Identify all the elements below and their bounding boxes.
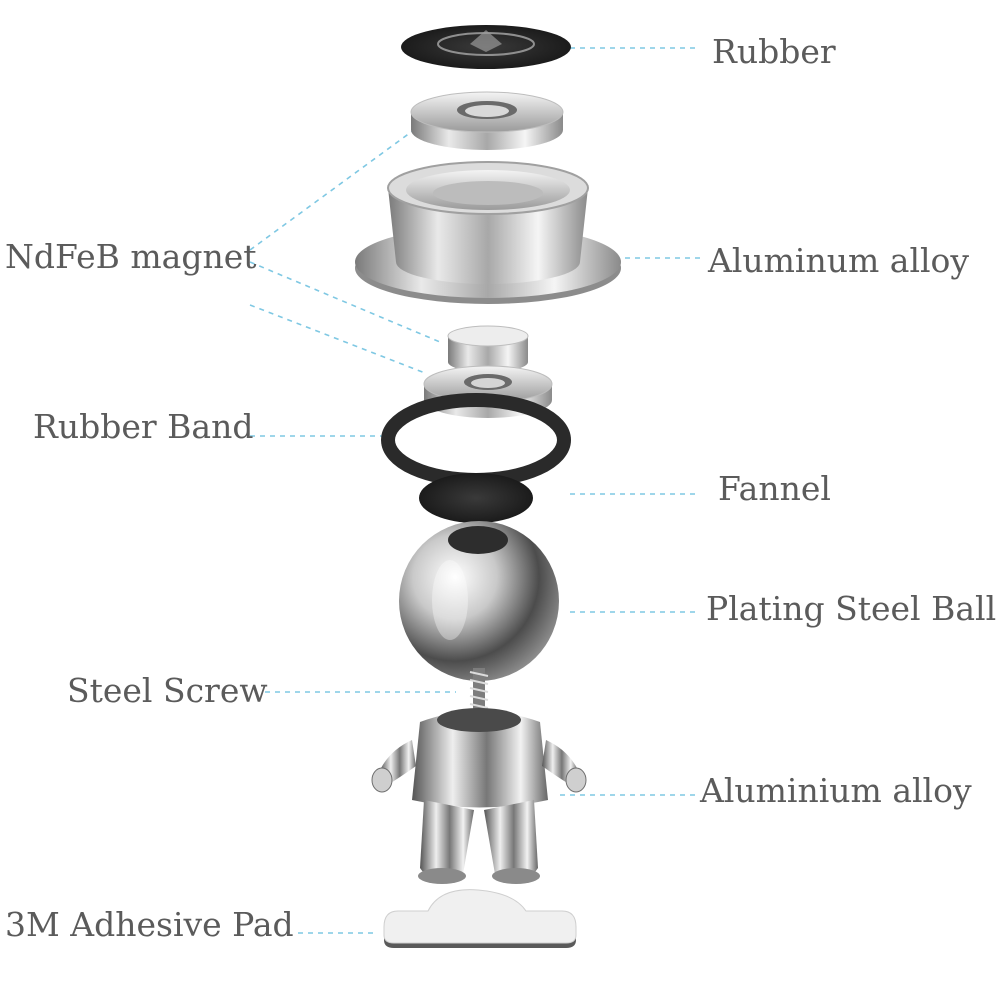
leader-lines — [249, 47, 700, 934]
label-plating-steel-ball: Plating Steel Ball — [706, 589, 997, 628]
label-fannel: Fannel — [718, 469, 831, 508]
ndfeb-ring-top — [410, 91, 564, 150]
fannel-disc — [419, 473, 533, 523]
label-aluminum-alloy: Aluminum alloy — [708, 241, 970, 280]
leader-line-magnet-top — [249, 126, 419, 251]
rubber-disc — [401, 25, 571, 69]
label-adhesive-pad: 3M Adhesive Pad — [5, 905, 294, 944]
aluminium-alloy-robot — [371, 708, 587, 884]
label-ndfeb-magnet: NdFeB magnet — [5, 237, 257, 276]
label-steel-screw: Steel Screw — [67, 671, 268, 710]
plating-steel-ball — [399, 521, 559, 681]
label-rubber-band: Rubber Band — [33, 407, 254, 446]
label-rubber: Rubber — [712, 32, 836, 71]
leader-line-magnet-low — [249, 304, 426, 374]
leader-line-magnet-mid — [249, 261, 441, 343]
adhesive-pad-shape — [383, 889, 577, 948]
aluminum-alloy-housing — [355, 161, 621, 304]
label-aluminium-alloy: Aluminium alloy — [700, 771, 972, 810]
ndfeb-cylinder — [447, 325, 529, 372]
